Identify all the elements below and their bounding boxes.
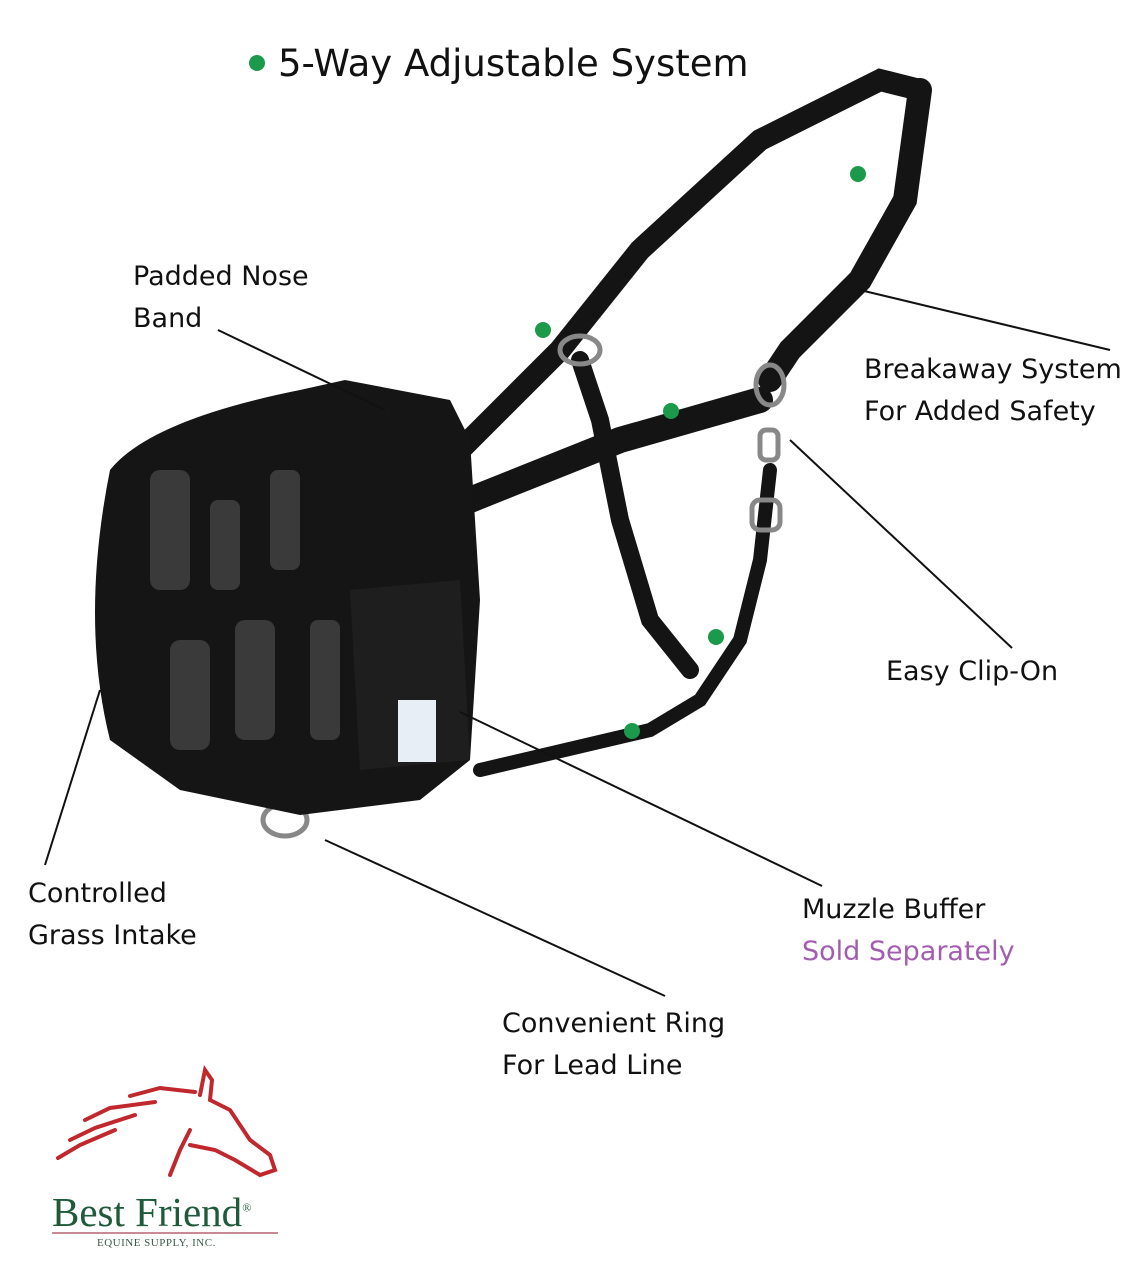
adjustment-dots: [249, 55, 866, 739]
logo-divider: [52, 1232, 278, 1234]
muzzle-basket: [95, 380, 480, 815]
label-line: Grass Intake: [28, 920, 197, 951]
muzzle-tag: [398, 700, 436, 762]
sold-separately-note: Sold Separately: [802, 936, 1015, 967]
logo-name-text: Best Friend: [52, 1189, 243, 1235]
adjustment-dot: [850, 166, 866, 182]
label-line: Padded Nose: [133, 261, 309, 292]
registered-mark: ®: [242, 1200, 252, 1215]
label-line: Muzzle Buffer: [802, 894, 986, 925]
label-line: Breakaway System: [864, 354, 1122, 385]
label-breakaway-system: Breakaway System For Added Safety: [864, 349, 1122, 433]
label-padded-nose-band: Padded Nose Band: [133, 256, 309, 340]
label-controlled-grass-intake: Controlled Grass Intake: [28, 873, 197, 957]
leader-lines: [44, 289, 1111, 997]
horse-logo-icon: [56, 1065, 278, 1178]
adjustment-dot: [708, 629, 724, 645]
adjustment-dot: [535, 322, 551, 338]
logo-subtitle: EQUINE SUPPLY, INC.: [97, 1237, 216, 1249]
label-muzzle-buffer: Muzzle Buffer Sold Separately: [802, 889, 1015, 973]
label-line: For Lead Line: [502, 1050, 683, 1081]
label-line: Controlled: [28, 878, 167, 909]
label-easy-clip-on: Easy Clip-On: [886, 656, 1059, 687]
label-line: Band: [133, 303, 203, 334]
label-convenient-ring: Convenient Ring For Lead Line: [502, 1003, 725, 1087]
title-dot: [249, 55, 265, 71]
halter-straps: [444, 68, 932, 777]
logo-brand-name: Best Friend®: [52, 1188, 251, 1236]
adjustment-dot: [663, 403, 679, 419]
page-title: 5-Way Adjustable System: [278, 42, 749, 85]
label-line: Convenient Ring: [502, 1008, 726, 1039]
adjustment-dot: [624, 723, 640, 739]
label-line: For Added Safety: [864, 396, 1096, 427]
